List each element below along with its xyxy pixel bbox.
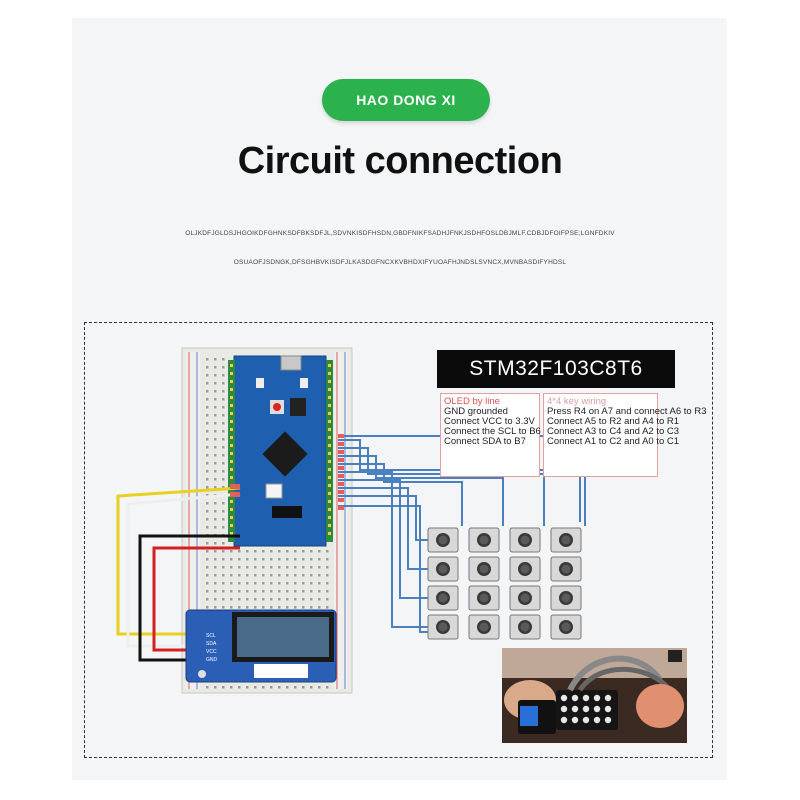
stm32-board: [228, 355, 333, 547]
brand-label: HAO DONG XI: [356, 92, 456, 108]
page-title: Circuit connection: [237, 140, 563, 182]
pin-markers: [230, 434, 344, 510]
oled-note-line: Connect the SCL to B6: [444, 426, 541, 437]
oled-pin-labels: SCL SDA VCC GND: [206, 633, 218, 663]
oled-pin-label: SCL: [206, 633, 216, 639]
filler-text-line-2: OSUAOFJSDNGK,DFSGHBVKISDFJLKASDGFNCXKVBH…: [233, 259, 567, 266]
usb-connector: [280, 355, 302, 371]
keys-note-line: Connect A3 to C4 and A2 to C3: [547, 426, 680, 437]
oled-note-line: Connect VCC to 3.3V: [444, 416, 535, 427]
mcu-label: STM32F103C8T6: [437, 350, 675, 388]
brand-badge[interactable]: HAO DONG XI: [322, 79, 490, 121]
keypad-wires: [338, 435, 586, 633]
oled-note-heading: OLED by line: [444, 396, 500, 407]
header-pins: [230, 364, 331, 535]
diagram-frame: [84, 322, 713, 758]
keys-note-heading: 4*4 key wiring: [547, 396, 607, 407]
oled-wiring-note: OLED by line GND grounded Connect VCC to…: [440, 393, 541, 477]
oled-pin-label: SDA: [206, 641, 217, 647]
crystal: [265, 483, 283, 499]
keypad-4x4: [427, 527, 582, 640]
product-photo: [502, 648, 687, 743]
oled-wires: [116, 486, 241, 662]
filler-text-line-1: OLJKDFJGLDSJHGOIKDFGHNKSDFBKSDFJL,SDVNKI…: [185, 230, 615, 237]
oled-pin-label: VCC: [206, 649, 217, 655]
oled-pin-label: GND: [206, 657, 218, 663]
keys-note-line: Press R4 on A7 and connect A6 to R3: [547, 406, 707, 417]
keypad-wiring-note: 4*4 key wiring Press R4 on A7 and connec…: [543, 393, 707, 477]
keys-note-line: Connect A1 to C2 and A0 to C1: [547, 436, 680, 447]
keys-note-line: Connect A5 to R2 and A4 to R1: [547, 416, 680, 427]
oled-note-line: Connect SDA to B7: [444, 436, 526, 447]
oled-note-line: GND grounded: [444, 406, 508, 417]
oled-module: SCL SDA VCC GND: [185, 609, 337, 683]
